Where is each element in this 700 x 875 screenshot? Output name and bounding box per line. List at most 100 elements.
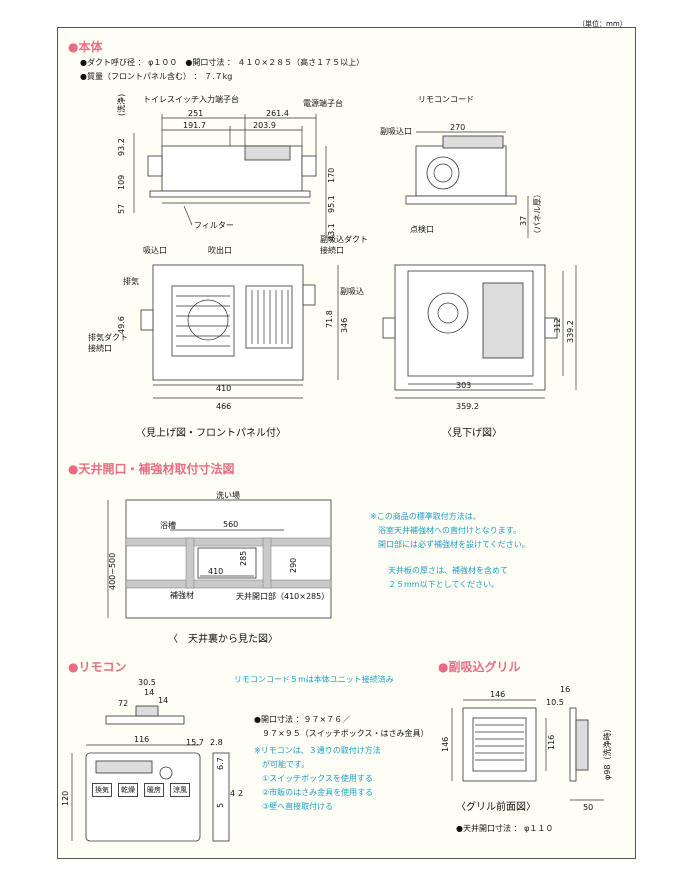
dim-718: 71.8 xyxy=(325,310,334,328)
dim-400500: 400~500 xyxy=(108,553,117,590)
topdown-fan xyxy=(427,292,469,334)
dim-305: 30.5 xyxy=(138,678,156,687)
remocon-btn-dry[interactable]: 乾燥 xyxy=(118,783,138,797)
sub-duct xyxy=(302,284,316,306)
remocon-cord-note: リモコンコード５mは本体ユニット接続済み xyxy=(234,675,394,684)
dim-72: 72 xyxy=(118,699,128,708)
dim-2039: 203.9 xyxy=(253,121,276,130)
dim-57: 57 xyxy=(117,204,126,214)
dim-109: 109 xyxy=(117,175,126,190)
section-title-grille: ●副吸込グリル xyxy=(438,660,521,674)
reinforce-beam-bottom xyxy=(125,579,332,589)
dim-146v: 146 xyxy=(441,737,450,752)
caption-bottom-view: 〈見上げ図・フロントパネル付〉 xyxy=(136,428,286,439)
dim-50: 50 xyxy=(583,803,593,812)
kaiko-note-1: ※この商品の標準取付方法は、 浴室天井補強材への直付けとなります。 開口部には必… xyxy=(370,512,530,549)
dim-270: 270 xyxy=(450,123,465,132)
reinforce-beam-top xyxy=(125,537,332,547)
remocon-spec-2: ９７×９５（スイッチボックス・はさみ金具） xyxy=(262,729,429,738)
section-title-honntai: ●本体 xyxy=(68,40,103,54)
dim-116: 116 xyxy=(134,735,149,744)
suction-grille xyxy=(171,285,235,357)
label-filter: フィルター xyxy=(194,221,234,230)
end-fan-circle xyxy=(426,156,460,190)
grille-side-view xyxy=(569,707,577,782)
unit-label: （単位：mm） xyxy=(578,20,627,28)
label-power-terminal: 電源端子台 xyxy=(303,98,343,108)
dim-67: 6.7 xyxy=(216,757,225,770)
label-sub-suction: 副吸込 xyxy=(340,287,364,296)
side-duct-right xyxy=(301,155,317,177)
dim-312: 312 xyxy=(553,318,562,333)
grille-inner xyxy=(472,717,527,772)
remocon-btn-ventilate[interactable]: 換気 xyxy=(92,783,112,797)
side-panel xyxy=(149,190,311,198)
dim-3592: 359.2 xyxy=(456,402,479,411)
label-opening: 天井開口部（410×285） xyxy=(236,591,329,601)
ceiling-opening-drawing: 560 410 285 290 400~500 洗い場 浴槽 補強材 天井開口部… xyxy=(107,490,332,619)
honntai-spec-duct: ●ダクト呼び径 ： φ１００ ●開口寸法 ： ４１０×２８５（高さ１７５以上） xyxy=(80,58,365,67)
dim-14: 14 xyxy=(144,688,154,697)
dim-120: 120 xyxy=(61,791,70,806)
dim-410b: 410 xyxy=(208,567,223,576)
dim-410: 410 xyxy=(216,384,231,393)
dim-170: 170 xyxy=(327,168,336,183)
outlet-grille xyxy=(245,285,293,349)
dim-496: 49.6 xyxy=(117,316,126,334)
topdown-motor xyxy=(482,282,524,359)
side-view-drawing: 251 261.4 191.7 203.9 93.2 (洗浄) 109 57 1… xyxy=(88,94,577,411)
label-sub-duct-2: 接続口 xyxy=(320,245,344,255)
dim-251: 251 xyxy=(188,109,203,118)
remocon-note: ※リモコンは、３通りの取付け方法 が可能です。 ①スイッチボックスを使用する ②… xyxy=(254,746,381,811)
side-terminal xyxy=(244,145,291,161)
end-panel xyxy=(405,195,517,205)
label-wash: 洗い場 xyxy=(216,490,240,500)
remocon-thickness-view xyxy=(212,752,230,842)
dim-98: φ98（洗浄時） xyxy=(602,725,612,780)
dim-303: 303 xyxy=(456,381,471,390)
label-exhaust-duct: 排気ダクト xyxy=(88,332,128,342)
remocon-btn-heat[interactable]: 暖房 xyxy=(144,783,164,797)
remocon-drawing: 30.5 14 72 14 116 120 15.7 2.8 6.7 4 2 5 xyxy=(61,678,243,842)
dim-951: 95.1 xyxy=(327,195,336,213)
dim-466: 466 xyxy=(216,402,231,411)
honntai-spec-mass: ●質量（フロントパネル含む） ： ７.７kg xyxy=(80,72,233,81)
kaiko-note-2: 天井板の厚さは、補強材を含めて ２５mm以下としてください。 xyxy=(388,566,508,589)
label-panel-thickness: （パネル厚） xyxy=(533,190,542,238)
remocon-buttons: 換気 乾燥 暖房 涼風 xyxy=(92,783,190,797)
ceiling-opening xyxy=(197,547,257,579)
exhaust-duct xyxy=(140,309,154,331)
caption-top-view: 〈見下げ図〉 xyxy=(442,428,502,439)
label-sub-inlet: 副吸込口 xyxy=(380,127,412,136)
remocon-power-button xyxy=(159,766,173,780)
dim-2614: 261.4 xyxy=(266,109,289,118)
label-exhaust: 排気 xyxy=(123,276,139,286)
dim-5: 5 xyxy=(216,803,225,808)
dim-116g: 116 xyxy=(547,735,556,750)
grille-drawing: 146 146 116 16 10.5 φ98（洗浄時） 50 xyxy=(441,685,612,812)
dim-346: 346 xyxy=(340,318,349,333)
dim-431: 43.1 xyxy=(327,223,336,241)
grille-spec: ●天井開口寸法 ： φ１１０ xyxy=(456,824,554,833)
side-duct-left xyxy=(147,155,163,177)
label-toilet-switch: トイレスイッチ入力端子台 xyxy=(143,94,239,104)
label-reinforce: 補強材 xyxy=(170,590,194,600)
dim-1917: 191.7 xyxy=(183,121,206,130)
dim-290: 290 xyxy=(289,558,298,573)
label-tub: 浴槽 xyxy=(160,520,176,530)
label-remote-cord: リモコンコード xyxy=(418,95,474,104)
dim-285: 285 xyxy=(239,551,248,566)
dim-105: 10.5 xyxy=(546,698,564,707)
caption-grille: 〈グリル前面図〉 xyxy=(456,802,536,813)
dim-2: 2 xyxy=(238,789,243,798)
dim-157: 15.7 xyxy=(186,738,204,747)
dim-3392: 339.2 xyxy=(566,320,575,343)
end-top-box xyxy=(442,135,504,149)
remocon-display xyxy=(95,760,153,774)
dim-16: 16 xyxy=(560,685,570,694)
cross-min-label: (洗浄) xyxy=(116,94,126,116)
label-inspection: 点検口 xyxy=(410,224,434,234)
remocon-btn-cool[interactable]: 涼風 xyxy=(170,783,190,797)
label-outlet: 吹出口 xyxy=(208,245,232,255)
section-title-remocon: ●リモコン xyxy=(68,660,127,674)
